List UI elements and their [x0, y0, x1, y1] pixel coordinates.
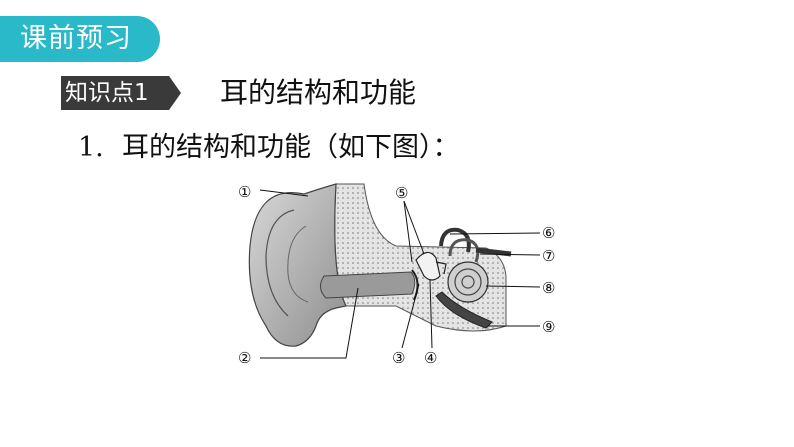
label-8: ⑧ [542, 279, 555, 297]
label-3: ③ [392, 349, 405, 367]
list-item: 1. 耳的结构和功能（如下图）： [78, 129, 460, 167]
section-tab-label: 课前预习 [20, 23, 132, 54]
knowledge-point-title: 耳的结构和功能 [220, 76, 417, 109]
list-item-text: 耳的结构和功能（如下图）： [122, 132, 460, 163]
ear-structure-diagram: ① ② ③ ④ ⑤ ⑥ ⑦ ⑧ ⑨ [236, 176, 576, 376]
list-item-number: 1. [78, 132, 104, 163]
ear-illustration: ① ② ③ ④ ⑤ ⑥ ⑦ ⑧ ⑨ [238, 183, 555, 367]
semicircular-canals [439, 227, 471, 253]
auricle [248, 183, 347, 347]
eustachian-tube [435, 291, 493, 329]
label-1: ① [238, 183, 251, 201]
knowledge-point-badge-label: 知识点1 [65, 80, 149, 106]
knowledge-point-badge: 知识点1 [61, 76, 181, 110]
badge-shape [61, 76, 181, 110]
label-5: ⑤ [395, 184, 408, 202]
cochlea [447, 261, 489, 303]
leader-lines [259, 189, 541, 359]
section-tab: 课前预习 [0, 16, 160, 62]
label-6: ⑥ [542, 224, 555, 242]
label-4: ④ [424, 349, 437, 367]
label-2: ② [238, 349, 251, 367]
auditory-nerve [475, 247, 512, 257]
label-7: ⑦ [542, 247, 555, 265]
ear-canal [320, 271, 416, 299]
label-9: ⑨ [542, 318, 555, 336]
